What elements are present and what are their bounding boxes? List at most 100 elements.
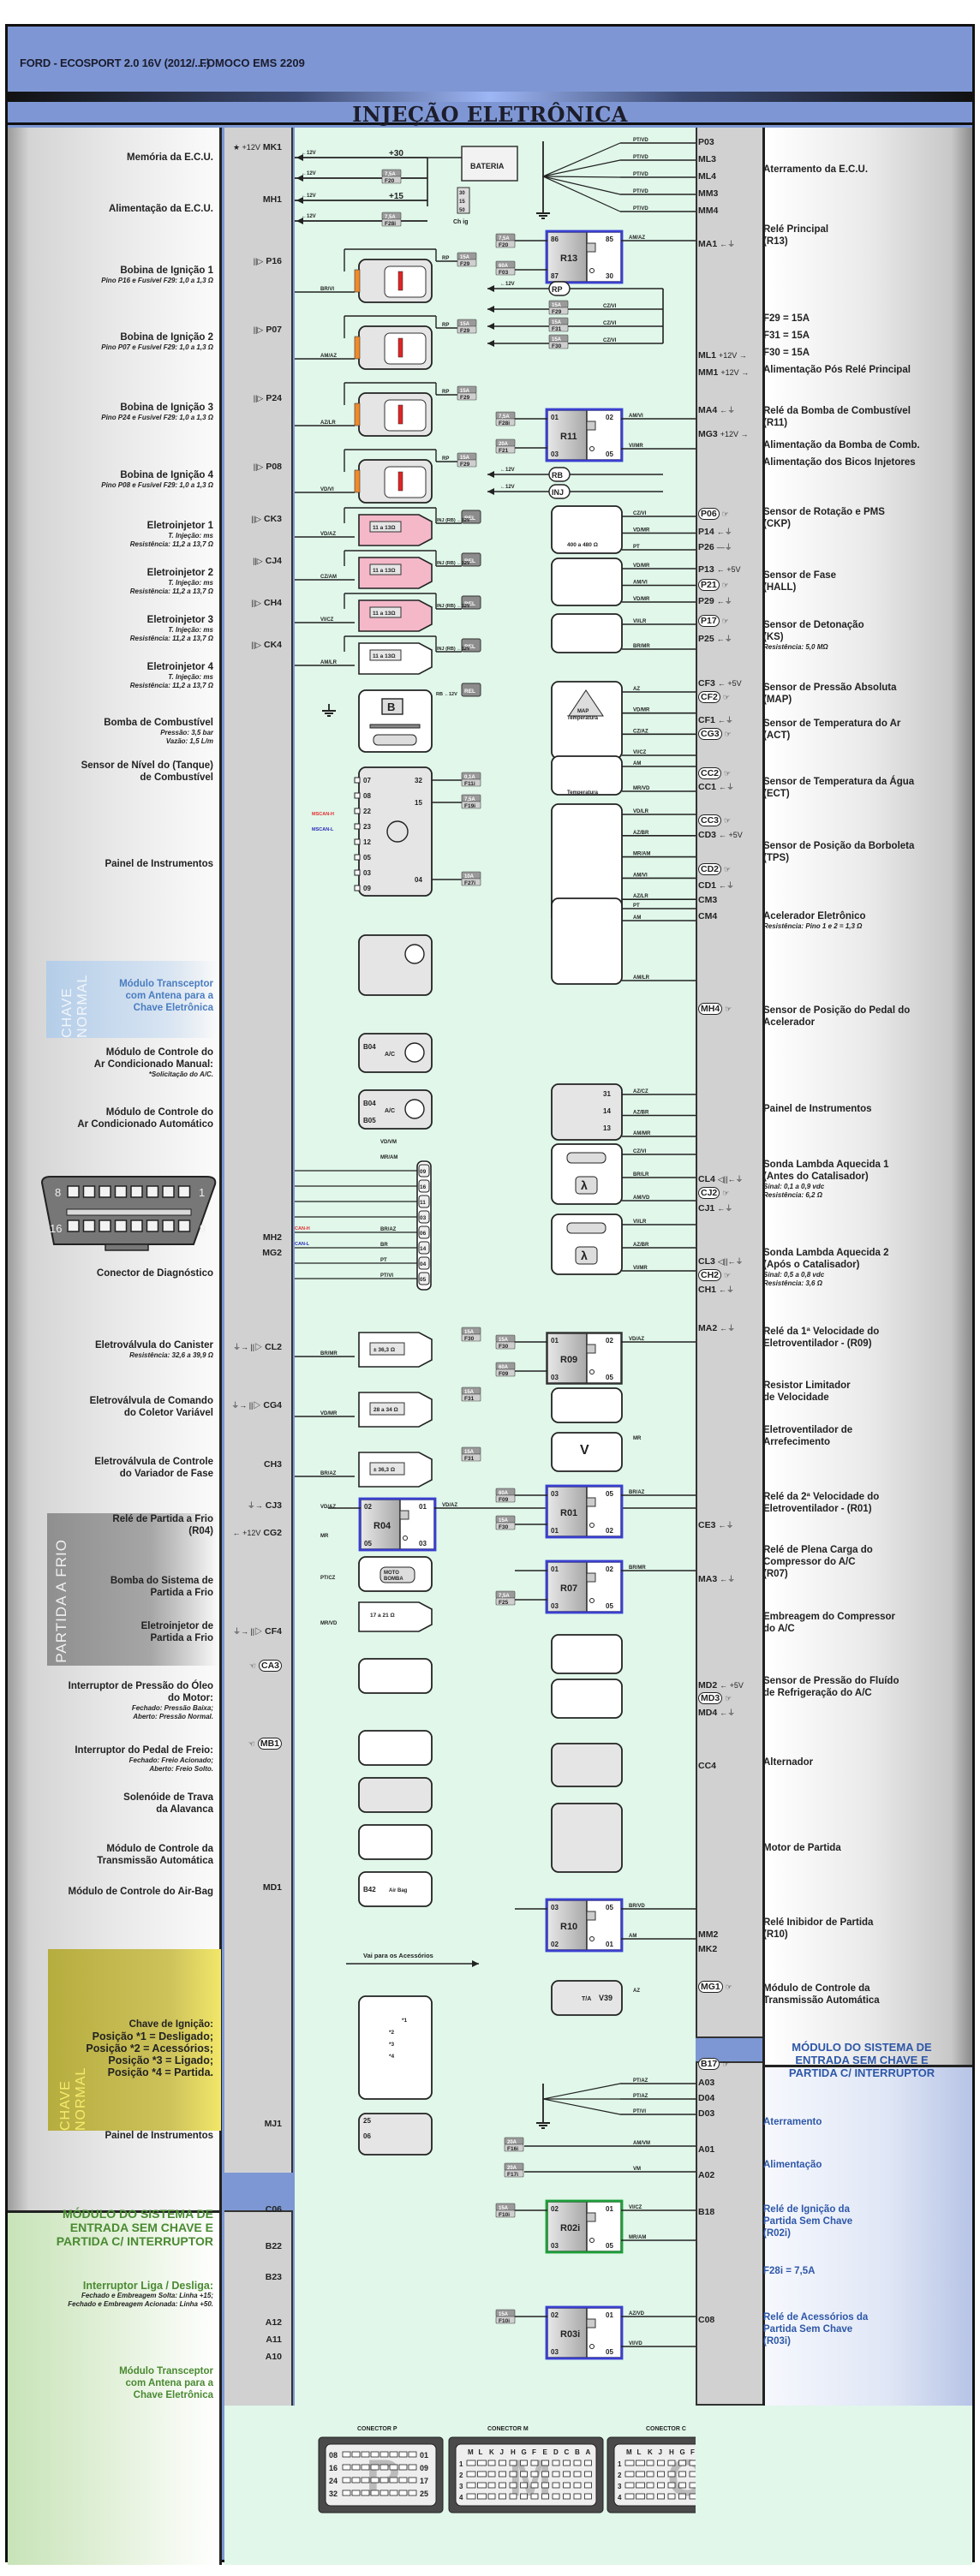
left-pin-p07[interactable]: ||▷P07 — [222, 325, 287, 335]
right-pin-b18[interactable]: B18 — [693, 2207, 758, 2217]
left-pin-cf4[interactable]: ⏚→ ||▷CF4 — [222, 1625, 287, 1637]
right-pin-p03[interactable]: P03 — [693, 137, 758, 147]
right-pin-mh4[interactable]: MH4☞ — [693, 1003, 758, 1015]
right-pin-ce3[interactable]: CE3←⏚ — [693, 1519, 758, 1530]
right-pin-d03[interactable]: D03 — [693, 2108, 758, 2119]
right-pin-ml3[interactable]: ML3 — [693, 154, 758, 164]
fuse-name: F30 — [499, 1344, 509, 1350]
pin-symbol-icon: +12V → — [719, 351, 747, 360]
left-pin-p16[interactable]: ||▷P16 — [222, 256, 287, 266]
label-line: Sensor de Fase — [763, 570, 837, 581]
right-pin-p13[interactable]: P13← +5V — [693, 564, 758, 575]
right-pin-cm4[interactable]: CM4 — [693, 911, 758, 921]
left-pin-a12[interactable]: A12 — [222, 2317, 287, 2328]
left-pin-ck3[interactable]: ||▷CK3 — [222, 514, 287, 524]
right-pin-cf2[interactable]: CF2☞ — [693, 691, 758, 703]
right-pin-p17[interactable]: P17☞ — [693, 615, 758, 627]
left-pin-ch4[interactable]: ||▷CH4 — [222, 598, 287, 608]
fuel-pump-label: B — [387, 701, 395, 713]
tcm-tag: T/A — [582, 1996, 591, 2002]
right-pin-mk2[interactable]: MK2 — [693, 1944, 758, 1954]
fuse-rating: 7,5A — [385, 215, 396, 220]
right-pin-a02[interactable]: A02 — [693, 2170, 758, 2180]
right-pin-ch2[interactable]: CH2☞ — [693, 1269, 758, 1281]
left-pin-a10[interactable]: A10 — [222, 2352, 287, 2362]
left-pin-mj1[interactable]: MJ1 — [222, 2119, 287, 2129]
left-pin-cl2[interactable]: ⏚→ ||▷CL2 — [222, 1341, 287, 1352]
right-pin-cd2[interactable]: CD2☞ — [693, 863, 758, 875]
right-pin-md4[interactable]: MD4←⏚ — [693, 1707, 758, 1718]
right-pin-ma2[interactable]: MA2←⏚ — [693, 1322, 758, 1333]
right-pin-md2[interactable]: MD2← +5V — [693, 1680, 758, 1690]
right-pin-a01[interactable]: A01 — [693, 2144, 758, 2155]
right-pin-mm4[interactable]: MM4 — [693, 206, 758, 216]
left-pin-mh1[interactable]: MH1 — [222, 194, 287, 205]
right-pin-ma4[interactable]: MA4←⏚ — [693, 404, 758, 415]
ac-compressor-clutch — [551, 1634, 623, 1674]
left-pin-md1[interactable]: MD1 — [222, 1882, 287, 1893]
right-pin-mg1[interactable]: MG1☞ — [693, 1981, 758, 1993]
connector-pin-socket — [342, 2464, 351, 2471]
right-pin-p14[interactable]: P14←⏚ — [693, 526, 758, 537]
right-pin-mm2[interactable]: MM2 — [693, 1929, 758, 1940]
right-pin-cc4[interactable]: CC4 — [693, 1761, 758, 1771]
right-pin-cj1[interactable]: CJ1←⏚ — [693, 1202, 758, 1213]
right-pin-cc3[interactable]: CC3☞ — [693, 814, 758, 826]
right-pin-cf1[interactable]: CF1←⏚ — [693, 714, 758, 725]
left-pin-c06[interactable]: C06 — [222, 2204, 287, 2215]
right-pin-ml4[interactable]: ML4 — [693, 171, 758, 182]
right-pin-ch1[interactable]: CH1←⏚ — [693, 1284, 758, 1295]
right-pin-ma3[interactable]: MA3←⏚ — [693, 1573, 758, 1584]
right-pin-cd3[interactable]: CD3← +5V — [693, 830, 758, 840]
fuse-rating: 15A — [464, 1450, 475, 1455]
left-pin-b22[interactable]: B22 — [222, 2241, 287, 2251]
right-pin-cl4[interactable]: CL4◁||←⏚ — [693, 1173, 758, 1184]
right-pin-b17[interactable]: B17☞ — [693, 2058, 758, 2070]
left-pin-a11[interactable]: A11 — [222, 2334, 287, 2345]
left-pin-cj3[interactable]: ⏚→CJ3 — [222, 1500, 287, 1511]
left-pin-ca3[interactable]: ☜CA3 — [222, 1660, 287, 1672]
right-pin-cc2[interactable]: CC2☞ — [693, 767, 758, 779]
left-pin-cg4[interactable]: ⏚→ ||▷CG4 — [222, 1399, 287, 1410]
chave-normal-tag-1: CHAVE NORMAL — [60, 974, 90, 1038]
right-pin-ma1[interactable]: MA1←⏚ — [693, 238, 758, 249]
right-pin-d04[interactable]: D04 — [693, 2093, 758, 2103]
panel-pin: 03 — [363, 869, 371, 877]
left-pin-cj4[interactable]: ||▷CJ4 — [222, 556, 287, 566]
right-pin-p26[interactable]: P26—⏚ — [693, 541, 758, 552]
left-pin-ck4[interactable]: ||▷CK4 — [222, 640, 287, 650]
right-pin-ml1[interactable]: ML1+12V → — [693, 350, 758, 361]
right-pin-cl3[interactable]: CL3◁||←⏚ — [693, 1255, 758, 1267]
bus-label: RB — [552, 471, 563, 480]
left-pin-mb1[interactable]: ☜MB1 — [222, 1738, 287, 1750]
right-pin-p21[interactable]: P21☞ — [693, 579, 758, 591]
right-pin-cm3[interactable]: CM3 — [693, 895, 758, 905]
right-pin-mm3[interactable]: MM3 — [693, 188, 758, 199]
left-label-chave-de-ignicao: Chave de Ignição:Posição *1 = Desligado;… — [86, 2018, 213, 2078]
right-pin-p25[interactable]: P25←⏚ — [693, 633, 758, 644]
left-pin-ch3[interactable]: CH3 — [222, 1459, 287, 1470]
left-pin-mh2[interactable]: MH2 — [222, 1232, 287, 1243]
right-pin-p29[interactable]: P29←⏚ — [693, 595, 758, 606]
left-pin-mg2[interactable]: MG2 — [222, 1248, 287, 1258]
right-pin-cg3[interactable]: CG3☞ — [693, 728, 758, 740]
right-pin-a03[interactable]: A03 — [693, 2078, 758, 2088]
left-pin-b23[interactable]: B23 — [222, 2272, 287, 2282]
right-pin-mg3[interactable]: MG3+12V → — [693, 429, 758, 439]
right-pin-md3[interactable]: MD3☞ — [693, 1692, 758, 1704]
label-line: Sensor de Rotação e PMS — [763, 507, 885, 517]
left-pin-p24[interactable]: ||▷P24 — [222, 393, 287, 403]
relay-contact-icon — [589, 1936, 595, 1941]
right-pin-cj2[interactable]: CJ2☞ — [693, 1187, 758, 1199]
left-pin-p08[interactable]: ||▷P08 — [222, 462, 287, 472]
right-pin-c08[interactable]: C08 — [693, 2315, 758, 2325]
obd-pin-socket — [114, 1185, 128, 1198]
right-pin-cc1[interactable]: CC1←⏚ — [693, 781, 758, 792]
right-pin-cf3[interactable]: CF3← +5V — [693, 678, 758, 689]
right-pin-mm1[interactable]: MM1+12V → — [693, 367, 758, 378]
right-pin-cd1[interactable]: CD1←⏚ — [693, 880, 758, 891]
right-pin-p06[interactable]: P06☞ — [693, 508, 758, 520]
relay-contact-icon — [589, 268, 595, 273]
